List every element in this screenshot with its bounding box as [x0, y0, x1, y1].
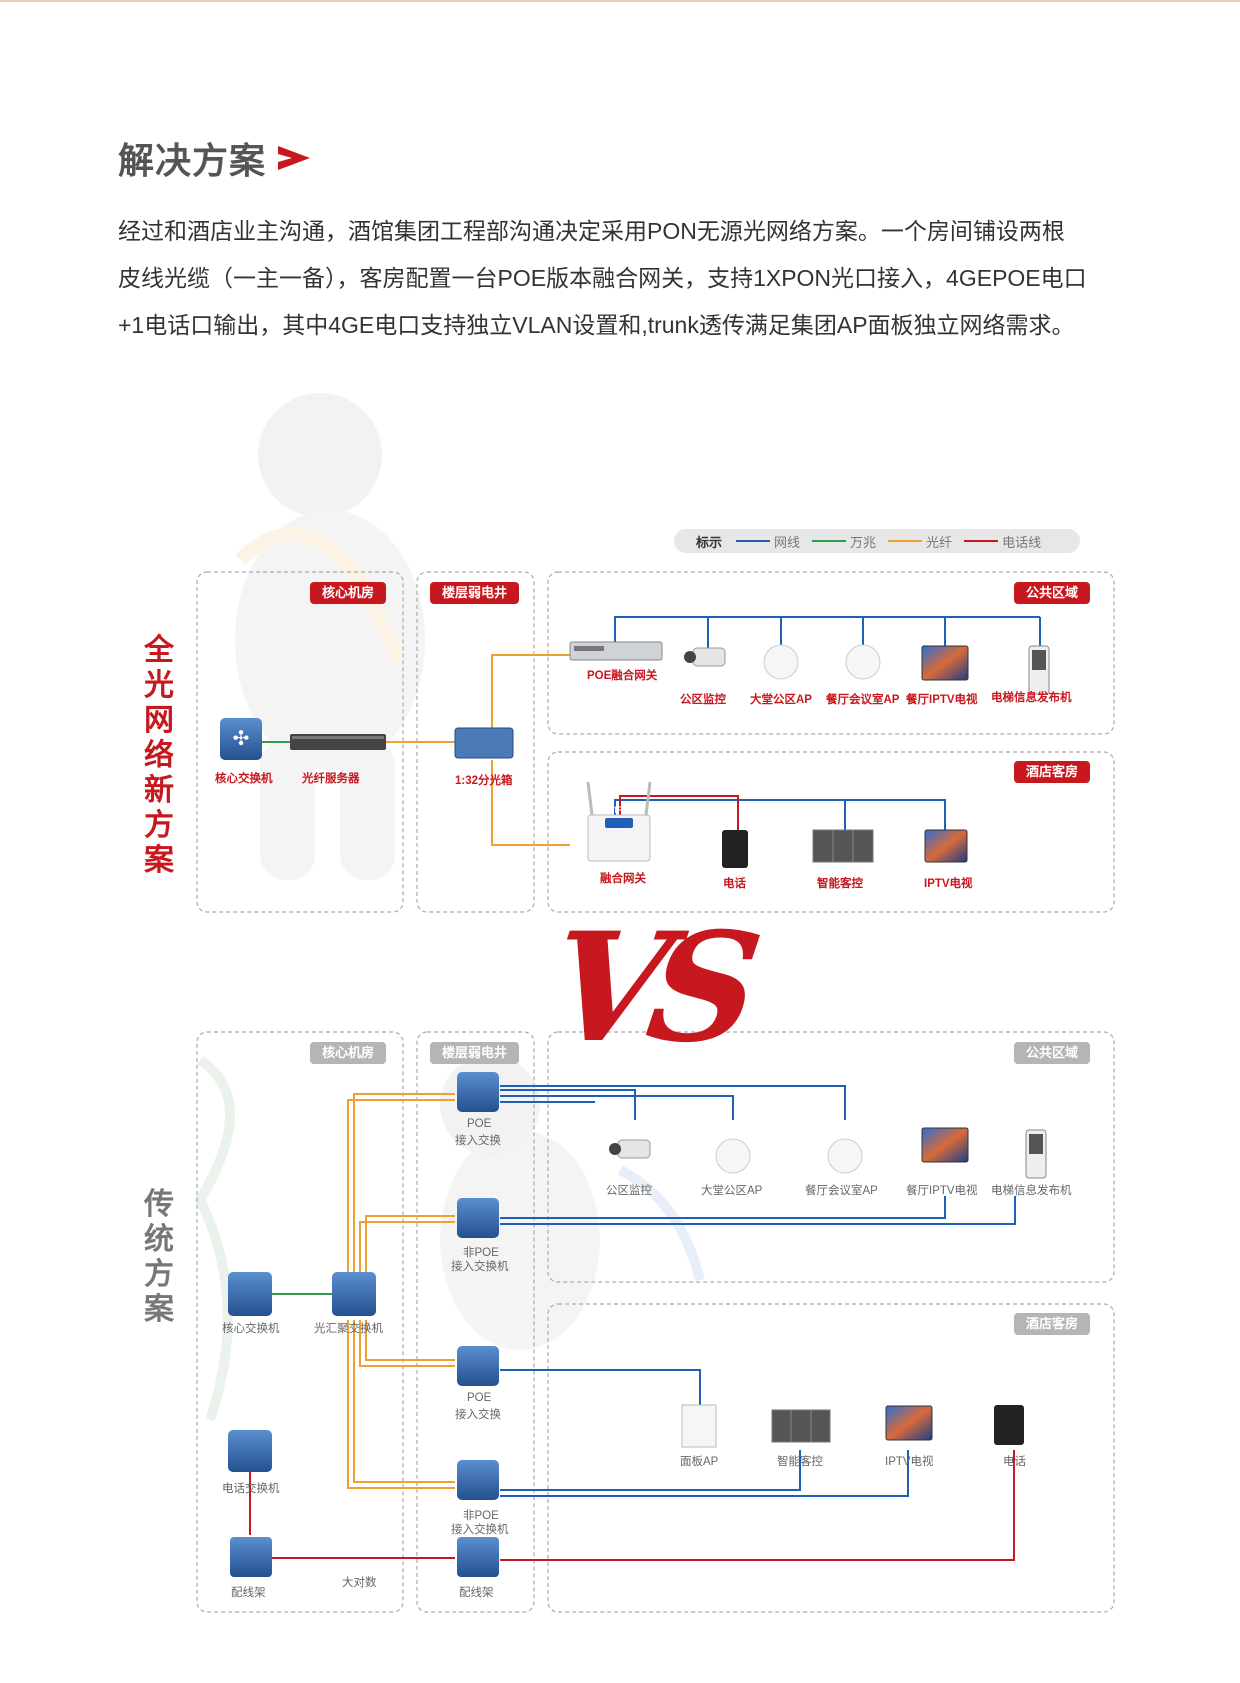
top-camera-icon [692, 647, 726, 667]
top-gateway-label: 融合网关 [600, 873, 646, 885]
section-heading: 解决方案 [118, 132, 311, 184]
intro-paragraph: 经过和酒店业主沟通，酒馆集团工程部沟通决定采用PON无源光网络方案。一个房间铺设… [118, 208, 1128, 349]
top-olt-label: 光纤服务器 [302, 773, 360, 785]
bottom-public-item-4: 餐厅IPTV电视 [906, 1185, 978, 1197]
bottom-public-item-1: 公区监控 [606, 1185, 652, 1197]
bottom-poe2-label-b: 接入交换 [455, 1409, 501, 1421]
bottom-poe1-label-a: POE [467, 1118, 492, 1130]
bottom-patch-right-icon [457, 1537, 499, 1577]
bottom-tag-public: 公共区域 [1014, 1042, 1091, 1064]
top-tag-room: 酒店客房 [1014, 761, 1091, 783]
bottom-poe1-icon [457, 1072, 499, 1112]
bottom-npoe2-label-a: 非POE [463, 1510, 499, 1522]
bottom-npoe2-label-b: 接入交换机 [451, 1524, 509, 1536]
bottom-public-item-2: 大堂公区AP [701, 1185, 763, 1197]
background-figure [194, 393, 705, 1422]
bottom-room-item-1: 面板AP [680, 1456, 719, 1468]
legend-item-tengig: 万兆 [812, 532, 876, 551]
top-tv-icon [921, 645, 969, 681]
top-zone-public-box [547, 571, 1115, 735]
legend-item-copper: 网线 [736, 532, 800, 551]
bottom-zone-public-box [547, 1031, 1115, 1283]
bottom-patch-right-label: 配线架 [459, 1587, 494, 1599]
bottom-poe2-label-a: POE [467, 1392, 492, 1404]
bottom-room-tv-icon [885, 1405, 933, 1441]
top-tag-core: 核心机房 [310, 582, 387, 604]
legend: 标示 网线 万兆 光纤 电话线 [674, 529, 1080, 553]
bottom-camera-icon [617, 1139, 651, 1159]
bottom-patch-left-icon [230, 1537, 272, 1577]
bottom-lobby-ap-icon [715, 1138, 751, 1174]
arrow-right-icon [278, 146, 311, 170]
top-public-item-5: 电梯信息发布机 [991, 692, 1072, 704]
top-room-item-1: 电话 [723, 878, 746, 890]
top-zone-core-box [196, 571, 404, 913]
top-splitter-icon [454, 727, 514, 759]
bottom-zone-floor-box [416, 1031, 535, 1613]
bottom-tag-core: 核心机房 [310, 1042, 387, 1064]
top-core-switch-icon [220, 718, 262, 760]
bottom-big-pair-label: 大对数 [342, 1577, 377, 1589]
bottom-npoe2-icon [457, 1460, 499, 1500]
bottom-phone-switch-icon [228, 1430, 272, 1472]
top-gateway-icon [587, 814, 651, 862]
intro-line-2: 皮线光缆（一主一备），客房配置一台POE版本融合网关，支持1XPON光口接入，4… [118, 265, 1087, 291]
svg-text:✣: ✣ [233, 728, 250, 750]
top-public-item-3: 餐厅会议室AP [826, 694, 900, 706]
legend-item-fiber: 光纤 [888, 532, 952, 551]
top-room-control-icon [812, 829, 874, 863]
bottom-phone-switch-label: 电话交换机 [222, 1483, 280, 1495]
legend-title: 标示 [696, 534, 723, 550]
bottom-agg-switch-icon [332, 1272, 376, 1316]
bottom-zone-core-box [196, 1031, 404, 1613]
bottom-agg-switch-label: 光汇聚交换机 [314, 1323, 383, 1335]
bottom-npoe1-label-b: 接入交换机 [451, 1261, 509, 1273]
top-accent-line [0, 0, 1240, 2]
bottom-room-item-4: 电话 [1003, 1456, 1026, 1468]
top-poe-gateway-label: POE融合网关 [587, 670, 658, 682]
vs-mark: VS [539, 900, 754, 1076]
bottom-panel-ap-icon [681, 1404, 717, 1448]
bottom-public-item-3: 餐厅会议室AP [805, 1185, 878, 1197]
top-room-tv-icon [924, 829, 968, 863]
top-wifi-label: WIFI [606, 805, 625, 815]
top-public-item-1: 公区监控 [680, 694, 726, 706]
legend-item-phone: 电话线 [964, 532, 1041, 551]
top-core-switch-label: 核心交换机 [215, 773, 273, 785]
bottom-npoe1-icon [457, 1198, 499, 1238]
top-phone-icon [722, 830, 748, 868]
top-public-item-4: 餐厅IPTV电视 [906, 694, 978, 706]
top-lobby-ap-icon [763, 644, 799, 680]
top-meeting-ap-icon [845, 644, 881, 680]
top-public-item-2: 大堂公区AP [750, 694, 812, 706]
bottom-zone-room-box [547, 1303, 1115, 1613]
bottom-public-item-5: 电梯信息发布机 [991, 1185, 1072, 1197]
bottom-room-control-icon [771, 1409, 831, 1443]
bottom-poe1-label-b: 接入交换 [455, 1135, 501, 1147]
bottom-tag-floor: 楼层弱电井 [430, 1042, 520, 1064]
new-solution-label: 全光网络新方案 [144, 634, 174, 877]
top-tag-floor: 楼层弱电井 [430, 582, 520, 604]
heading-text: 解决方案 [118, 140, 267, 181]
intro-line-3: +1电话口输出，其中4GE电口支持独立VLAN设置和,trunk透传满足集团AP… [118, 312, 1075, 338]
traditional-solution-label: 传统方案 [144, 1188, 174, 1326]
bottom-phone-icon [994, 1405, 1024, 1445]
bottom-core-switch-icon [228, 1272, 272, 1316]
top-tag-public: 公共区域 [1014, 582, 1091, 604]
bottom-npoe1-label-a: 非POE [463, 1247, 499, 1259]
bottom-patch-left-label: 配线架 [231, 1587, 266, 1599]
bottom-tag-room: 酒店客房 [1014, 1313, 1091, 1335]
bottom-tv-icon [921, 1127, 969, 1163]
bottom-poe2-icon [457, 1346, 499, 1386]
top-room-item-2: 智能客控 [817, 878, 863, 890]
bottom-room-item-2: 智能客控 [777, 1456, 823, 1468]
intro-line-1: 经过和酒店业主沟通，酒馆集团工程部沟通决定采用PON无源光网络方案。一个房间铺设… [118, 218, 1065, 244]
top-zone-room-box [547, 751, 1115, 913]
bottom-room-item-3: IPTV电视 [885, 1456, 934, 1468]
top-splitter-label: 1:32分光箱 [455, 775, 513, 787]
top-room-item-3: IPTV电视 [924, 878, 973, 890]
bottom-core-switch-label: 核心交换机 [222, 1323, 280, 1335]
bottom-meeting-ap-icon [827, 1138, 863, 1174]
